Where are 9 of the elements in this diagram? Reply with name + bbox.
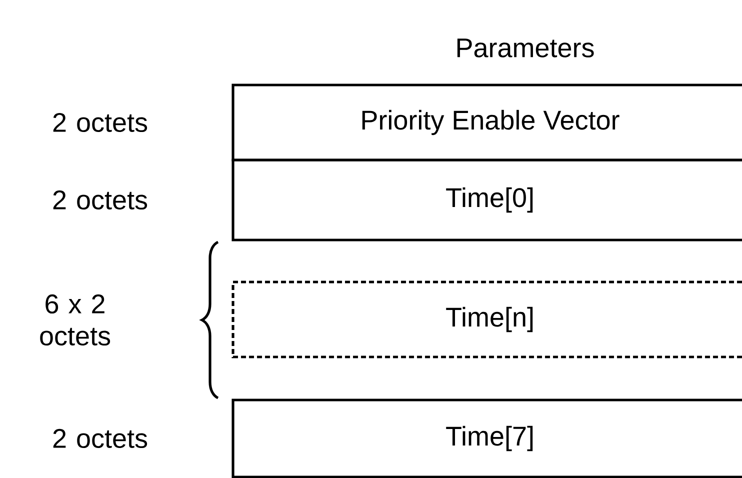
field-box: Time[n] (232, 280, 742, 358)
size-label: 6 x 2 octets (40, 294, 110, 346)
size-label: 2 octets (53, 428, 148, 448)
field-box: Time[0] (232, 158, 742, 242)
size-label: 2 octets (53, 112, 148, 132)
title: Parameters (457, 38, 594, 58)
field-box: Time[7] (232, 398, 742, 478)
field-box: Priority Enable Vector (232, 84, 742, 162)
size-label: 2 octets (53, 190, 148, 210)
